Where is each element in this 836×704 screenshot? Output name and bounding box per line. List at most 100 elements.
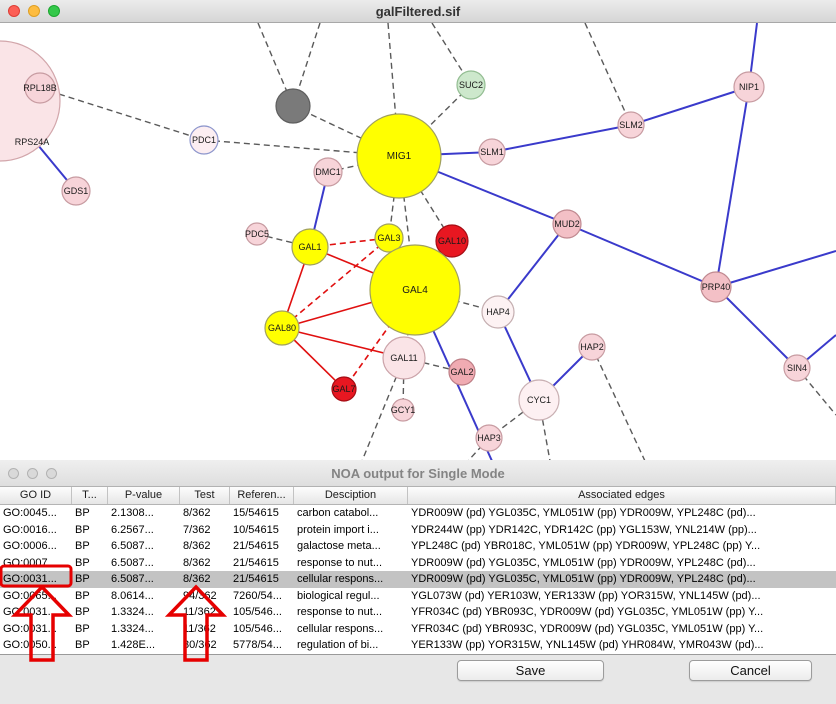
cell: 1.3324... bbox=[108, 621, 180, 638]
zoom-icon[interactable] bbox=[46, 468, 57, 479]
graph-edge[interactable] bbox=[592, 347, 645, 461]
minimize-icon[interactable] bbox=[28, 5, 40, 17]
cell: 21/54615 bbox=[230, 538, 294, 555]
graph-node-label-PDC5: PDC5 bbox=[245, 229, 269, 239]
noa-window-titlebar[interactable]: NOA output for Single Mode bbox=[0, 460, 836, 487]
column-header[interactable]: T... bbox=[72, 487, 108, 504]
close-icon[interactable] bbox=[8, 468, 19, 479]
graph-edge[interactable] bbox=[716, 251, 836, 287]
graph-edge[interactable] bbox=[40, 88, 204, 140]
cell: BP bbox=[72, 637, 108, 654]
graph-node-label-SUC2: SUC2 bbox=[459, 80, 483, 90]
graph-node-label-GAL7: GAL7 bbox=[332, 384, 355, 394]
cell: BP bbox=[72, 538, 108, 555]
graph-node-label-NIP1: NIP1 bbox=[739, 82, 759, 92]
cell: 1.3324... bbox=[108, 604, 180, 621]
graph-edge[interactable] bbox=[716, 87, 749, 287]
traffic-lights-inactive bbox=[8, 468, 65, 479]
table-row[interactable]: GO:0006...BP6.5087...8/36221/54615galact… bbox=[0, 538, 836, 555]
cell: BP bbox=[72, 621, 108, 638]
graph-node-label-RPS24A: RPS24A bbox=[15, 137, 50, 147]
cell: 6.5087... bbox=[108, 538, 180, 555]
cell: regulation of bi... bbox=[294, 637, 408, 654]
table-row[interactable]: GO:0031...BP1.3324...11/362105/546...cel… bbox=[0, 621, 836, 638]
cell: YDR009W (pd) YGL035C, YML051W (pp) YDR00… bbox=[408, 555, 836, 572]
results-table: GO IDT...P-valueTestReferen...Desciption… bbox=[0, 487, 836, 655]
cell: GO:0031... bbox=[0, 604, 72, 621]
graph-node-label-HAP4: HAP4 bbox=[486, 307, 510, 317]
noa-window-title: NOA output for Single Mode bbox=[0, 466, 836, 481]
cell: response to nut... bbox=[294, 604, 408, 621]
column-header[interactable]: Referen... bbox=[230, 487, 294, 504]
network-window-title: galFiltered.sif bbox=[0, 4, 836, 19]
graph-edge[interactable] bbox=[631, 87, 749, 125]
cell: carbon catabol... bbox=[294, 505, 408, 522]
column-header[interactable]: P-value bbox=[108, 487, 180, 504]
table-header-row: GO IDT...P-valueTestReferen...Desciption… bbox=[0, 487, 836, 505]
cell: 5778/54... bbox=[230, 637, 294, 654]
cell: BP bbox=[72, 588, 108, 605]
cell: BP bbox=[72, 604, 108, 621]
graph-node-label-GAL2: GAL2 bbox=[450, 367, 473, 377]
cell: GO:0045... bbox=[0, 505, 72, 522]
cell: response to nut... bbox=[294, 555, 408, 572]
cell: YGL073W (pd) YER103W, YER133W (pp) YOR31… bbox=[408, 588, 836, 605]
graph-node-label-HAP3: HAP3 bbox=[477, 433, 501, 443]
table-row[interactable]: GO:0016...BP6.2567...7/36210/54615protei… bbox=[0, 522, 836, 539]
network-canvas[interactable]: RPS24ARPL18BGDS1PDC1DMC1MIG1SUC2SLM1SLM2… bbox=[0, 23, 836, 461]
cell: YFR034C (pd) YBR093C, YDR009W (pd) YGL03… bbox=[408, 604, 836, 621]
cell: GO:0065... bbox=[0, 588, 72, 605]
table-row[interactable]: GO:0050...BP1.428E...80/3625778/54...reg… bbox=[0, 637, 836, 654]
cell: biological regul... bbox=[294, 588, 408, 605]
noa-output-window: NOA output for Single Mode GO IDT...P-va… bbox=[0, 460, 836, 704]
graph-edge[interactable] bbox=[716, 287, 797, 368]
cell: 8.0614... bbox=[108, 588, 180, 605]
cell: YFR034C (pd) YBR093C, YDR009W (pd) YGL03… bbox=[408, 621, 836, 638]
cell: 8/362 bbox=[180, 538, 230, 555]
graph-edge[interactable] bbox=[567, 224, 716, 287]
graph-edge[interactable] bbox=[492, 125, 631, 152]
table-row[interactable]: GO:0031...BP1.3324...11/362105/546...res… bbox=[0, 604, 836, 621]
table-row[interactable]: GO:0031...BP6.5087...8/36221/54615cellul… bbox=[0, 571, 836, 588]
graph-node-label-SLM1: SLM1 bbox=[480, 147, 504, 157]
cell: 6.2567... bbox=[108, 522, 180, 539]
table-body: GO:0045...BP2.1308...8/36215/54615carbon… bbox=[0, 505, 836, 654]
cell: 7/362 bbox=[180, 522, 230, 539]
table-row[interactable]: GO:0045...BP2.1308...8/36215/54615carbon… bbox=[0, 505, 836, 522]
graph-edge[interactable] bbox=[585, 23, 631, 125]
zoom-icon[interactable] bbox=[48, 5, 60, 17]
graph-node-label-GAL3: GAL3 bbox=[377, 233, 400, 243]
cell: 10/54615 bbox=[230, 522, 294, 539]
column-header[interactable]: Desciption bbox=[294, 487, 408, 504]
column-header[interactable]: Test bbox=[180, 487, 230, 504]
cell: GO:0006... bbox=[0, 538, 72, 555]
graph-node-label-GAL4: GAL4 bbox=[402, 285, 428, 296]
graph-node-label-MUD2: MUD2 bbox=[554, 219, 580, 229]
close-icon[interactable] bbox=[8, 5, 20, 17]
column-header[interactable]: Associated edges bbox=[408, 487, 836, 504]
cell: BP bbox=[72, 555, 108, 572]
cell: BP bbox=[72, 522, 108, 539]
cell: 80/362 bbox=[180, 637, 230, 654]
cell: cellular respons... bbox=[294, 621, 408, 638]
table-row[interactable]: GO:0065...BP8.0614...94/3627260/54...bio… bbox=[0, 588, 836, 605]
graph-edge[interactable] bbox=[498, 224, 567, 312]
cell: 11/362 bbox=[180, 621, 230, 638]
graph-node-label-CYC1: CYC1 bbox=[527, 395, 551, 405]
traffic-lights bbox=[8, 5, 68, 17]
table-row[interactable]: GO:0007...BP6.5087...8/36221/54615respon… bbox=[0, 555, 836, 572]
graph-node-label-GAL11: GAL11 bbox=[390, 353, 417, 363]
save-button[interactable]: Save bbox=[457, 660, 604, 681]
cell: YPL248C (pd) YBR018C, YML051W (pp) YDR00… bbox=[408, 538, 836, 555]
network-window-titlebar[interactable]: galFiltered.sif bbox=[0, 0, 836, 23]
cell: YER133W (pp) YOR315W, YNL145W (pd) YHR08… bbox=[408, 637, 836, 654]
minimize-icon[interactable] bbox=[27, 468, 38, 479]
cancel-button[interactable]: Cancel bbox=[689, 660, 812, 681]
cell: 6.5087... bbox=[108, 571, 180, 588]
graph-node-label-GCY1: GCY1 bbox=[391, 405, 416, 415]
cell: BP bbox=[72, 571, 108, 588]
cell: GO:0016... bbox=[0, 522, 72, 539]
column-header[interactable]: GO ID bbox=[0, 487, 72, 504]
graph-node-unnamed[interactable] bbox=[276, 89, 310, 123]
cell: 15/54615 bbox=[230, 505, 294, 522]
